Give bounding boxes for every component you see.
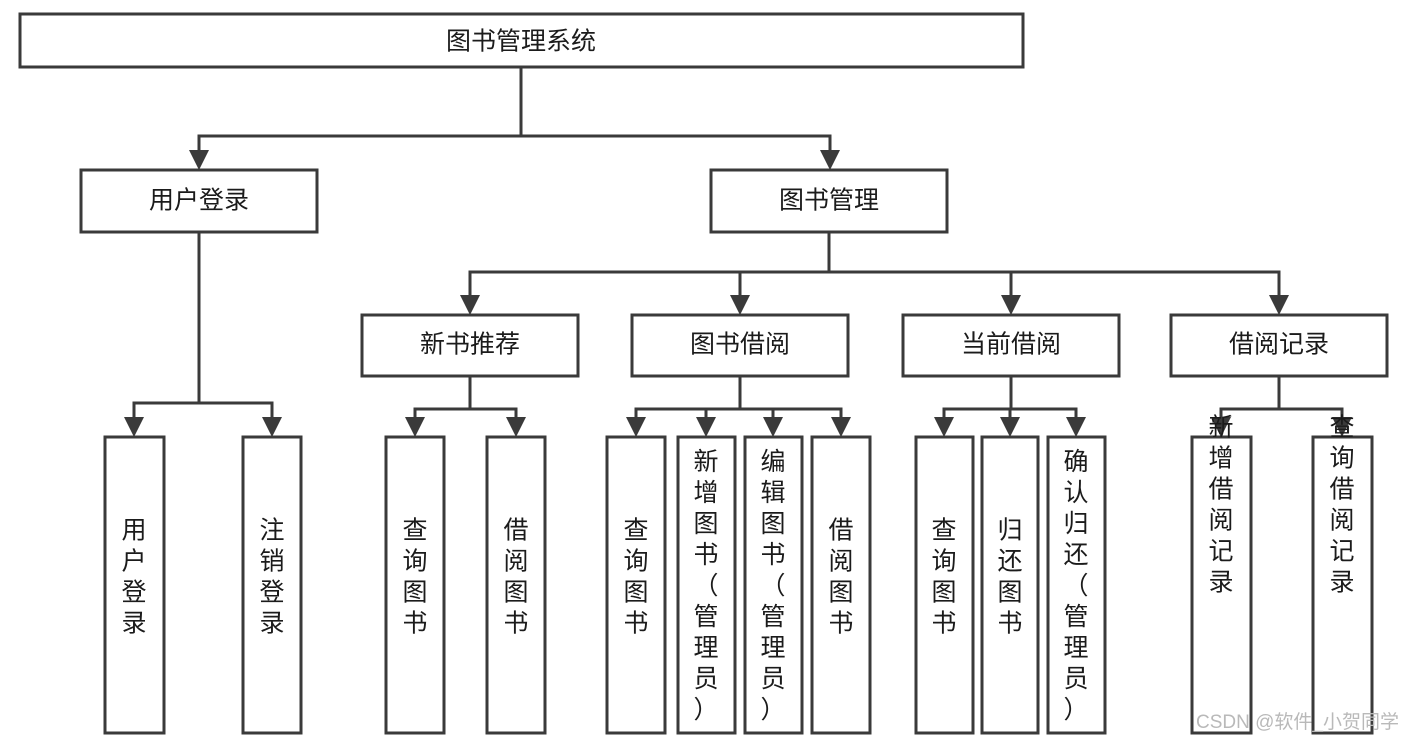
node-leaf-add-book-admin[interactable]: 新增图书（管理员）	[676, 435, 737, 735]
leaf-return-book-label: 归还图书	[997, 517, 1022, 638]
connector-current-borrow-branch	[942, 374, 1078, 421]
new-book-recommend-label: 新书推荐	[420, 331, 520, 359]
csdn-watermark: CSDN @软件_小贺同学	[1196, 711, 1399, 733]
arrow-to-leaf-return-book	[1000, 417, 1020, 437]
node-leaf-borrow-book-rec[interactable]: 借阅图书	[485, 435, 547, 735]
leaf-logout-login-label: 注销登录	[259, 517, 284, 638]
borrow-record-label: 借阅记录	[1229, 331, 1329, 359]
arrow-to-leaf-edit-book-admin	[763, 417, 783, 437]
arrow-to-new-book-recommend	[460, 295, 480, 315]
borrow-record-box[interactable]	[1169, 313, 1389, 378]
arrow-to-leaf-query-book-borrow	[626, 417, 646, 437]
leaf-query-book-cur-label: 查询图书	[931, 517, 956, 638]
leaf-confirm-return-admin-label: 确认归还（管理员）	[1063, 448, 1088, 724]
leaf-query-borrow-record-label: 查询借阅记录	[1329, 414, 1354, 597]
node-leaf-add-borrow-record[interactable]: 新增借阅记录	[1190, 414, 1253, 735]
arrow-to-book-borrow	[730, 295, 750, 315]
leaf-borrow-book-rec-box[interactable]	[485, 435, 547, 735]
node-leaf-user-login[interactable]: 用户登录	[103, 435, 166, 735]
arrow-to-leaf-borrow-book-rec	[506, 417, 526, 437]
leaf-add-book-admin-label: 新增图书（管理员）	[693, 448, 718, 724]
new-book-recommend-box[interactable]	[360, 313, 580, 378]
arrow-to-borrow-record	[1269, 295, 1289, 315]
arrow-to-leaf-add-borrow-record	[1211, 417, 1231, 437]
user-login-box[interactable]	[79, 168, 319, 234]
leaf-borrow-book-label: 借阅图书	[828, 517, 853, 638]
leaf-borrow-book-rec-label: 借阅图书	[503, 517, 528, 638]
connector-new-book-branch	[413, 374, 518, 421]
arrow-to-leaf-query-borrow-record	[1332, 417, 1352, 437]
node-leaf-query-borrow-record[interactable]: 查询借阅记录	[1311, 414, 1374, 735]
leaf-query-book-rec-label: 查询图书	[402, 517, 427, 638]
leaf-add-borrow-record-label: 新增借阅记录	[1208, 414, 1233, 597]
connector-root-trunk	[197, 65, 832, 154]
node-current-borrow[interactable]: 当前借阅	[901, 313, 1121, 378]
node-root[interactable]: 图书管理系统	[18, 12, 1025, 69]
arrow-to-leaf-query-book-rec	[405, 417, 425, 437]
arrow-to-leaf-query-book-cur	[934, 417, 954, 437]
leaf-query-book-borrow-label: 查询图书	[623, 517, 648, 638]
connector-user-login-branch	[132, 230, 274, 421]
leaf-logout-login-box[interactable]	[241, 435, 303, 735]
arrow-to-book-manage	[820, 150, 840, 170]
leaf-query-book-rec-box[interactable]	[384, 435, 446, 735]
leaf-query-book-cur-box[interactable]	[914, 435, 975, 735]
node-user-login[interactable]: 用户登录	[79, 168, 319, 234]
node-borrow-record[interactable]: 借阅记录	[1169, 313, 1389, 378]
connector-borrow-record-branch	[1219, 374, 1344, 421]
leaf-borrow-book-box[interactable]	[810, 435, 872, 735]
arrow-to-leaf-logout-login	[262, 417, 282, 437]
arrow-to-leaf-user-login	[124, 417, 144, 437]
book-manage-box[interactable]	[709, 168, 949, 234]
leaf-add-borrow-record-box[interactable]	[1190, 435, 1253, 735]
current-borrow-box[interactable]	[901, 313, 1121, 378]
node-leaf-query-book-rec[interactable]: 查询图书	[384, 435, 446, 735]
leaf-return-book-box[interactable]	[980, 435, 1040, 735]
leaf-query-borrow-record-box[interactable]	[1311, 435, 1374, 735]
book-borrow-box[interactable]	[630, 313, 850, 378]
book-manage-label: 图书管理	[779, 187, 879, 215]
node-leaf-confirm-return-admin[interactable]: 确认归还（管理员）	[1046, 435, 1107, 735]
leaf-edit-book-admin-box[interactable]	[743, 435, 804, 735]
connector-book-manage-trunk	[468, 230, 1281, 299]
leaf-edit-book-admin-label: 编辑图书（管理员）	[760, 448, 785, 724]
user-login-label: 用户登录	[149, 187, 249, 215]
root-box[interactable]	[18, 12, 1025, 69]
leaf-query-book-borrow-box[interactable]	[605, 435, 667, 735]
arrow-to-current-borrow	[1001, 295, 1021, 315]
node-leaf-query-book-borrow[interactable]: 查询图书	[605, 435, 667, 735]
leaf-confirm-return-admin-box[interactable]	[1046, 435, 1107, 735]
book-borrow-label: 图书借阅	[690, 331, 790, 359]
arrow-to-user-login	[189, 150, 209, 170]
node-leaf-borrow-book[interactable]: 借阅图书	[810, 435, 872, 735]
root-label: 图书管理系统	[446, 28, 596, 56]
node-new-book-recommend[interactable]: 新书推荐	[360, 313, 580, 378]
leaf-user-login-box[interactable]	[103, 435, 166, 735]
connector-book-borrow-branch	[634, 374, 843, 421]
node-book-manage[interactable]: 图书管理	[709, 168, 949, 234]
leaf-user-login-label: 用户登录	[121, 517, 146, 638]
connector-layer	[124, 65, 1352, 437]
leaf-add-book-admin-box[interactable]	[676, 435, 737, 735]
node-book-borrow[interactable]: 图书借阅	[630, 313, 850, 378]
current-borrow-label: 当前借阅	[961, 331, 1061, 359]
arrow-to-leaf-confirm-return-admin	[1066, 417, 1086, 437]
node-leaf-logout-login[interactable]: 注销登录	[241, 435, 303, 735]
node-leaf-query-book-cur[interactable]: 查询图书	[914, 435, 975, 735]
node-leaf-return-book[interactable]: 归还图书	[980, 435, 1040, 735]
arrow-to-leaf-add-book-admin	[696, 417, 716, 437]
arrow-to-leaf-borrow-book	[831, 417, 851, 437]
node-leaf-edit-book-admin[interactable]: 编辑图书（管理员）	[743, 435, 804, 735]
